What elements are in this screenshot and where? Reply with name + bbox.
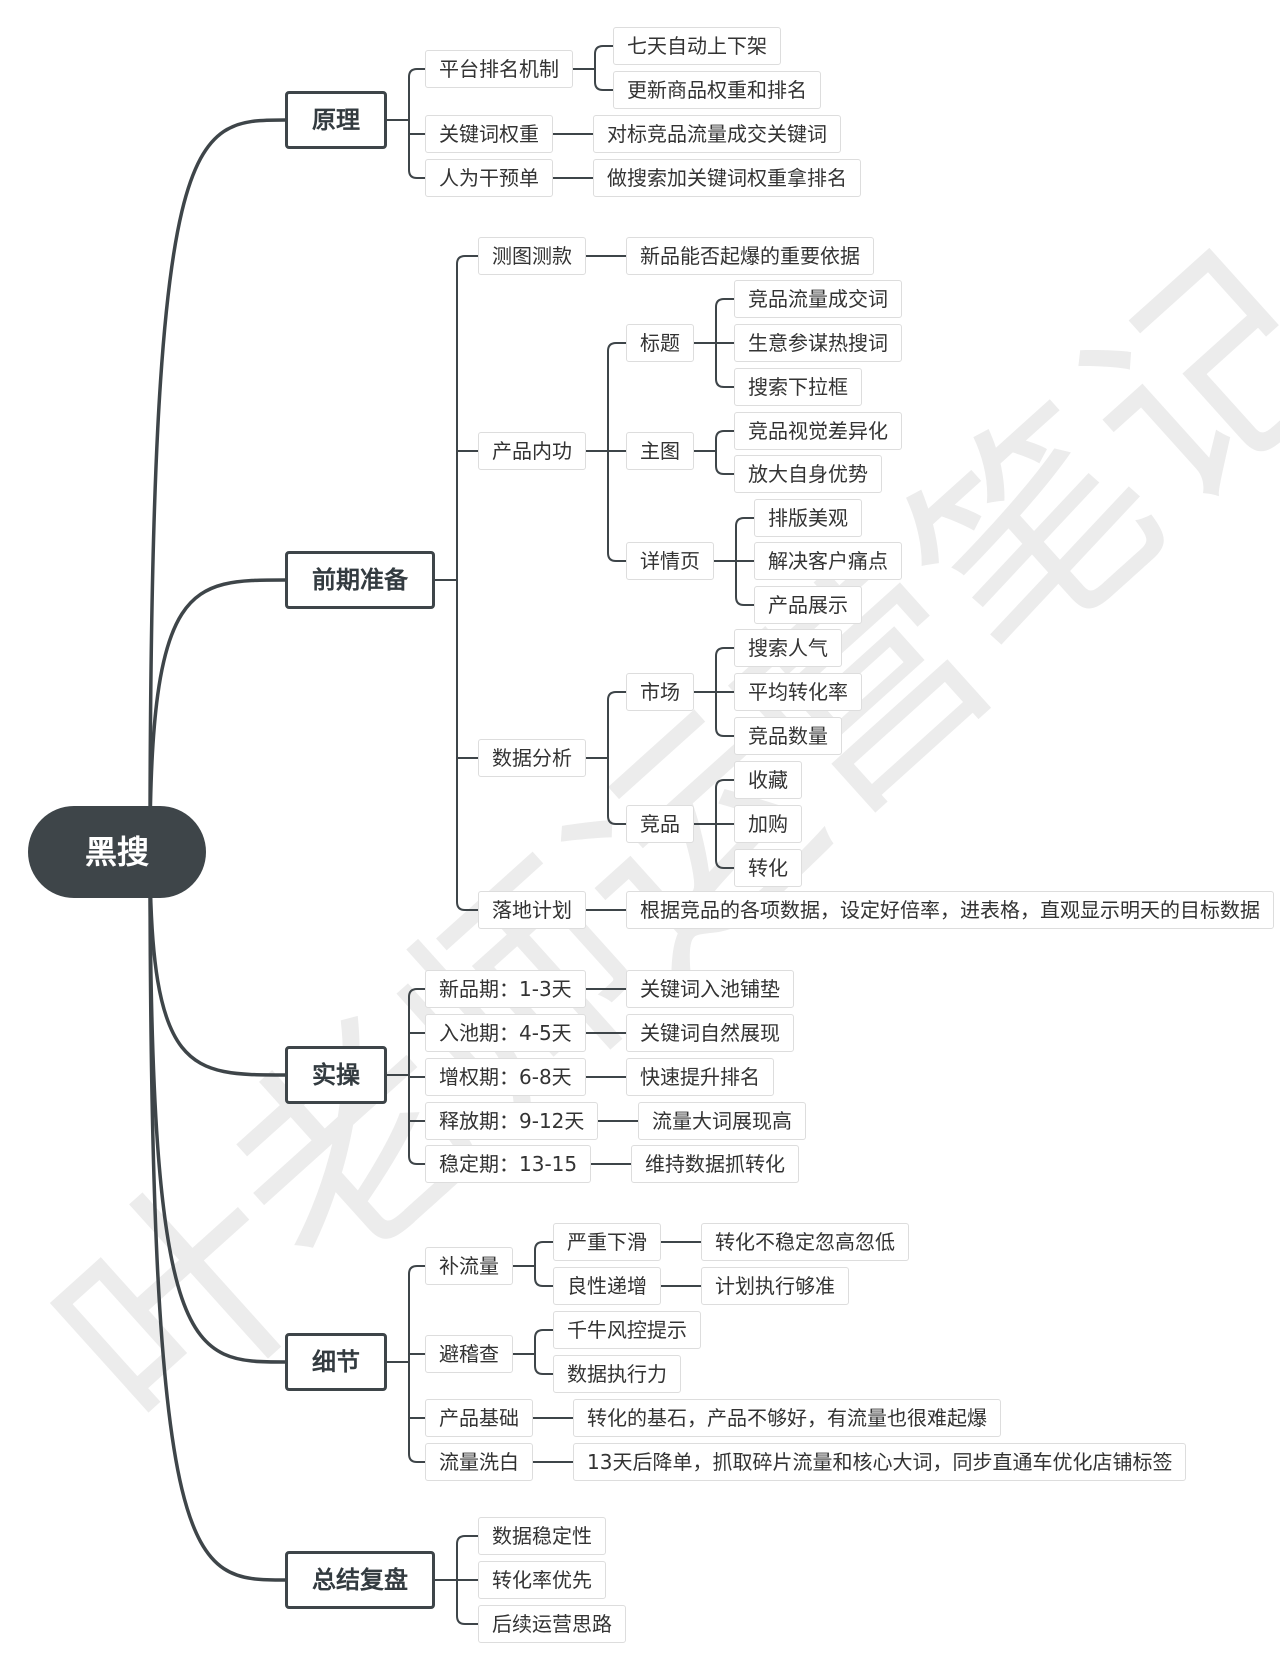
branch-3-item-1-child-1: 数据执行力 xyxy=(553,1355,681,1393)
branch-3-item-0-child-1-leaf-0: 计划执行够准 xyxy=(701,1267,849,1305)
branch-0: 原理 xyxy=(285,91,387,149)
bracket-1.1.0-link-0 xyxy=(715,298,735,344)
branch-1-item-1-child-1-leaf-0: 竞品视觉差异化 xyxy=(734,412,902,450)
branch-2-item-4: 稳定期：13-15 xyxy=(425,1145,592,1183)
branch-2-item-2-child-0: 快速提升排名 xyxy=(626,1058,774,1096)
branch-1-item-1-child-2-leaf-0: 排版美观 xyxy=(754,499,862,537)
branch-2-item-3: 释放期：9-12天 xyxy=(425,1102,599,1140)
branch-3-item-2-child-0: 转化的基石，产品不够好，有流量也很难起爆 xyxy=(573,1399,1001,1437)
branch-2: 实操 xyxy=(285,1046,387,1104)
bracket-4-link-0 xyxy=(456,1535,479,1581)
bracket-3.0-link-0 xyxy=(534,1241,554,1267)
branch-0-item-0-child-1: 更新商品权重和排名 xyxy=(613,71,821,109)
bracket-0.0-link-1 xyxy=(594,68,614,91)
root-to-branch-3 xyxy=(148,850,287,1364)
branch-1: 前期准备 xyxy=(285,551,435,609)
bracket-0.0-link-0 xyxy=(594,45,614,70)
bracket-1.1-link-0 xyxy=(607,342,627,452)
bracket-1.2.0-link-0 xyxy=(715,647,735,693)
bracket-3.1-link-0 xyxy=(534,1329,554,1355)
bracket-1-link-0 xyxy=(456,255,479,581)
branch-3-item-0: 补流量 xyxy=(425,1247,513,1285)
bracket-2-link-0 xyxy=(408,988,426,1076)
bracket-1-link-3 xyxy=(456,579,479,911)
branch-2-item-3-child-0: 流量大词展现高 xyxy=(638,1102,806,1140)
bracket-3.1-link-1 xyxy=(534,1353,554,1375)
bracket-1.2.1-link-0 xyxy=(715,779,735,825)
branch-0-item-0-child-0: 七天自动上下架 xyxy=(613,27,781,65)
branch-3-item-1: 避稽查 xyxy=(425,1335,513,1373)
branch-1-item-1-child-0-leaf-0: 竞品流量成交词 xyxy=(734,280,902,318)
root-to-branch-4 xyxy=(148,850,287,1582)
branch-1-item-3: 落地计划 xyxy=(478,891,586,929)
branch-1-item-2-child-1-leaf-1: 加购 xyxy=(734,805,802,843)
branch-1-item-2-child-1: 竞品 xyxy=(626,805,694,843)
branch-3-item-0-child-1: 良性递增 xyxy=(553,1267,661,1305)
branch-2-item-1-child-0: 关键词自然展现 xyxy=(626,1014,794,1052)
branch-0-item-1-child-0: 对标竞品流量成交关键词 xyxy=(593,115,841,153)
branch-4-item-2: 后续运营思路 xyxy=(478,1605,626,1643)
branch-1-item-1-child-0: 标题 xyxy=(626,324,694,362)
bracket-0-link-0 xyxy=(408,68,426,121)
branch-4-item-0: 数据稳定性 xyxy=(478,1517,606,1555)
branch-3-item-2: 产品基础 xyxy=(425,1399,533,1437)
branch-1-item-2-child-0-leaf-0: 搜索人气 xyxy=(734,629,842,667)
branch-1-item-2-child-1-leaf-0: 收藏 xyxy=(734,761,802,799)
branch-3-item-1-child-0: 千牛风控提示 xyxy=(553,1311,701,1349)
branch-1-item-0: 测图测款 xyxy=(478,237,586,275)
bracket-0-link-2 xyxy=(408,119,426,179)
bracket-1.1.1-link-1 xyxy=(715,450,735,475)
branch-1-item-1-child-1-leaf-1: 放大自身优势 xyxy=(734,455,882,493)
branch-2-item-1: 入池期：4-5天 xyxy=(425,1014,586,1052)
branch-1-item-1-child-2-leaf-1: 解决客户痛点 xyxy=(754,542,902,580)
bracket-3-link-0 xyxy=(408,1265,426,1363)
branch-2-item-0-child-0: 关键词入池铺垫 xyxy=(626,970,794,1008)
root-to-branch-1 xyxy=(148,578,287,854)
bracket-1.2-link-0 xyxy=(607,691,627,759)
branch-1-item-1-child-2: 详情页 xyxy=(626,542,714,580)
branch-2-item-0: 新品期：1-3天 xyxy=(425,970,586,1008)
branch-2-item-2: 增权期：6-8天 xyxy=(425,1058,586,1096)
root-node: 黑搜 xyxy=(28,806,206,898)
bracket-3.0-link-1 xyxy=(534,1265,554,1287)
branch-3: 细节 xyxy=(285,1333,387,1391)
bracket-1.1.2-link-0 xyxy=(735,517,755,562)
branch-3-item-0-child-0: 严重下滑 xyxy=(553,1223,661,1261)
branch-1-item-1-child-0-leaf-2: 搜索下拉框 xyxy=(734,368,862,406)
branch-0-item-2-child-0: 做搜索加关键词权重拿排名 xyxy=(593,159,861,197)
branch-1-item-3-child-0: 根据竞品的各项数据，设定好倍率，进表格，直观显示明天的目标数据 xyxy=(626,891,1274,929)
branch-4: 总结复盘 xyxy=(285,1551,435,1609)
branch-2-item-4-child-0: 维持数据抓转化 xyxy=(631,1145,799,1183)
branch-1-item-2-child-0: 市场 xyxy=(626,673,694,711)
branch-0-item-2: 人为干预单 xyxy=(425,159,553,197)
root-to-branch-2 xyxy=(148,850,287,1077)
branch-1-item-2-child-0-leaf-1: 平均转化率 xyxy=(734,673,862,711)
branch-1-item-1-child-1: 主图 xyxy=(626,432,694,470)
bracket-1.1.2-link-2 xyxy=(735,560,755,606)
branch-1-item-1-child-0-leaf-1: 生意参谋热搜词 xyxy=(734,324,902,362)
branch-0-item-0: 平台排名机制 xyxy=(425,50,573,88)
bracket-1.1.1-link-0 xyxy=(715,430,735,452)
branch-1-item-1: 产品内功 xyxy=(478,432,586,470)
branch-1-item-1-child-2-leaf-2: 产品展示 xyxy=(754,586,862,624)
branch-1-item-2-child-0-leaf-2: 竞品数量 xyxy=(734,717,842,755)
bracket-1.2.1-link-2 xyxy=(715,823,735,869)
branch-0-item-1: 关键词权重 xyxy=(425,115,553,153)
bracket-1.1.0-link-2 xyxy=(715,342,735,388)
bracket-1.2-link-1 xyxy=(607,757,627,825)
bracket-4-link-2 xyxy=(456,1579,479,1625)
branch-1-item-0-child-0: 新品能否起爆的重要依据 xyxy=(626,237,874,275)
branch-1-item-2-child-1-leaf-2: 转化 xyxy=(734,849,802,887)
bracket-1.2.0-link-2 xyxy=(715,691,735,737)
bracket-3-link-3 xyxy=(408,1361,426,1463)
branch-3-item-0-child-0-leaf-0: 转化不稳定忽高忽低 xyxy=(701,1223,909,1261)
bracket-2-link-4 xyxy=(408,1074,426,1165)
branch-3-item-3-child-0: 13天后降单，抓取碎片流量和核心大词，同步直通车优化店铺标签 xyxy=(573,1443,1187,1481)
root-to-branch-0 xyxy=(148,118,287,854)
branch-4-item-1: 转化率优先 xyxy=(478,1561,606,1599)
branch-3-item-3: 流量洗白 xyxy=(425,1443,533,1481)
branch-1-item-2: 数据分析 xyxy=(478,739,586,777)
bracket-1.1-link-2 xyxy=(607,450,627,562)
